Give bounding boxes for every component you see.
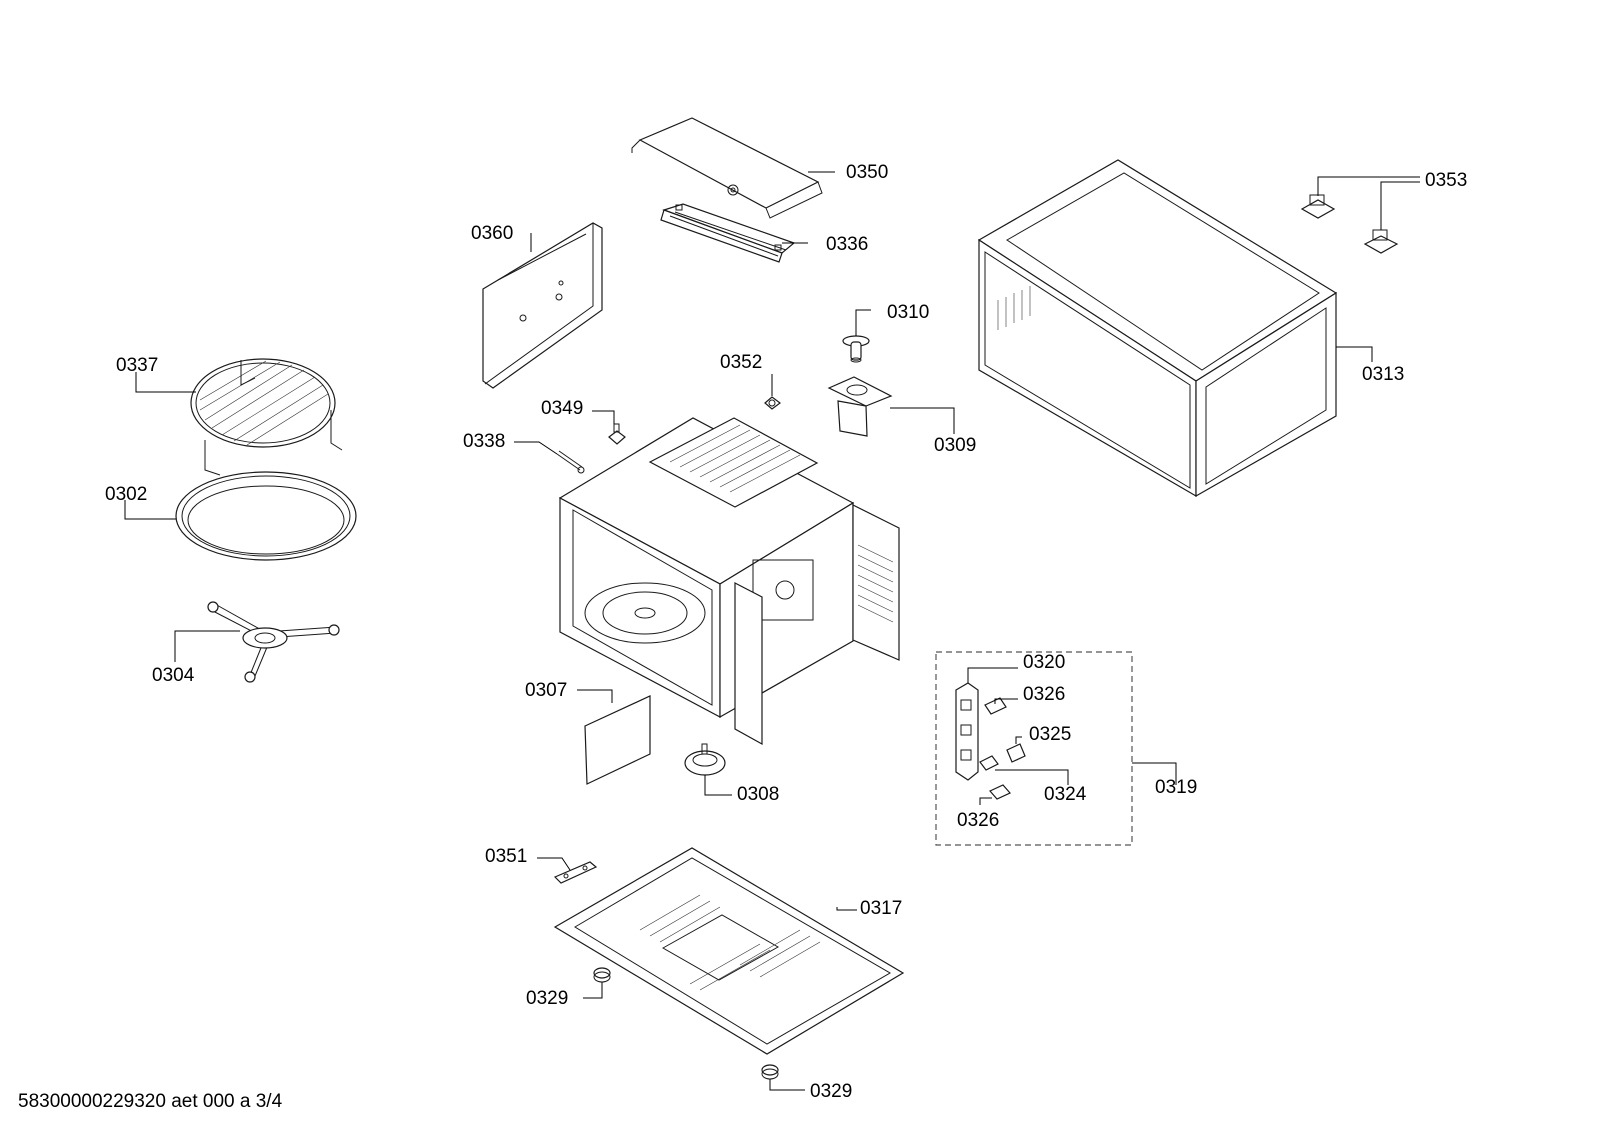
label-0336[interactable]: 0336: [826, 234, 868, 255]
part-0309-lamp-holder: [827, 376, 893, 437]
part-0353-clip-b: [1363, 229, 1399, 254]
part-0336-heater: [660, 203, 796, 263]
group-0319-outline: [935, 651, 1133, 846]
label-0307[interactable]: 0307: [525, 680, 567, 701]
part-0349-sensor: [608, 423, 626, 445]
part-0338-screw: [556, 450, 585, 474]
part-0360-side-shield: [482, 222, 603, 389]
label-0308[interactable]: 0308: [737, 784, 779, 805]
label-0319[interactable]: 0319: [1155, 777, 1197, 798]
label-0338[interactable]: 0338: [463, 431, 505, 452]
label-0324[interactable]: 0324: [1044, 784, 1087, 805]
part-0308-turntable-motor: [684, 743, 726, 776]
part-0310-lamp: [842, 335, 870, 363]
part-0317-base-plate: [553, 847, 905, 1055]
label-0326-upper[interactable]: 0326: [1023, 684, 1065, 705]
part-0329-foot-a: [593, 967, 611, 983]
label-0351[interactable]: 0351: [485, 846, 527, 867]
label-0352[interactable]: 0352: [720, 352, 762, 373]
document-footer-code: 58300000229320 aet 000 a 3/4: [18, 1091, 283, 1112]
part-0329-foot-b: [761, 1064, 779, 1080]
label-0320[interactable]: 0320: [1023, 652, 1065, 673]
part-0320-door-switch-holder: [955, 682, 979, 781]
part-0350-cover-plate: [631, 117, 823, 219]
part-0307-waveguide-cover: [584, 695, 651, 785]
part-0337-grill-rack: [190, 358, 343, 476]
label-0313[interactable]: 0313: [1362, 364, 1404, 385]
label-0353[interactable]: 0353: [1425, 170, 1467, 191]
label-0337[interactable]: 0337: [116, 355, 158, 376]
label-0329-lower[interactable]: 0329: [810, 1081, 852, 1102]
part-main-cavity: [558, 417, 900, 746]
part-0324-switch: [979, 755, 999, 771]
label-0360[interactable]: 0360: [471, 223, 513, 244]
part-0351-bracket: [553, 861, 598, 884]
part-0326b-switch: [989, 784, 1011, 800]
part-0352-sensor: [764, 396, 781, 410]
label-0326-lower[interactable]: 0326: [957, 810, 999, 831]
label-0325[interactable]: 0325: [1029, 724, 1071, 745]
label-0304[interactable]: 0304: [152, 665, 195, 686]
label-0302[interactable]: 0302: [105, 484, 147, 505]
part-0302-glass-plate: [175, 471, 357, 561]
label-0349[interactable]: 0349: [541, 398, 583, 419]
label-0310[interactable]: 0310: [887, 302, 929, 323]
label-0329-upper[interactable]: 0329: [526, 988, 568, 1009]
label-0309[interactable]: 0309: [934, 435, 976, 456]
label-0350[interactable]: 0350: [846, 162, 888, 183]
part-0325-switch: [1006, 743, 1026, 763]
part-0313-outer-housing: [977, 159, 1338, 498]
part-0353-clip-a: [1300, 194, 1336, 219]
label-0317[interactable]: 0317: [860, 898, 902, 919]
part-0304-roller-ring: [207, 601, 340, 683]
